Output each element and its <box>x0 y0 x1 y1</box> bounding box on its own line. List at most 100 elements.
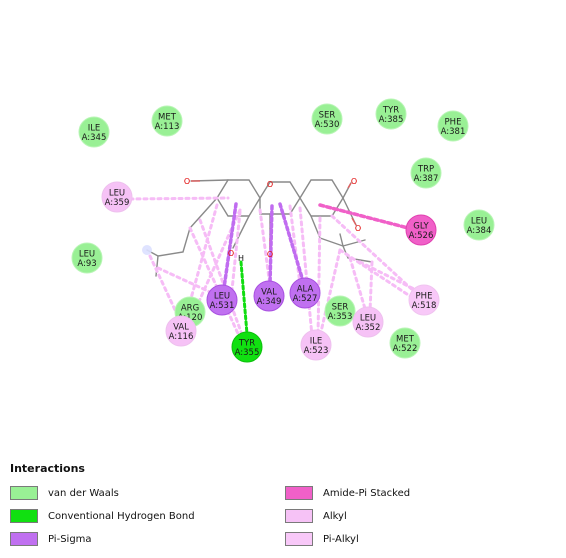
residue-label: ARG <box>181 304 199 314</box>
residue-label: A:530 <box>315 120 340 130</box>
legend-item-vdw: van der Waals <box>10 485 119 501</box>
residue-label: LEU <box>79 250 95 260</box>
residue-label: A:518 <box>412 301 437 311</box>
residue-circle <box>165 315 197 347</box>
legend-swatch <box>285 486 313 500</box>
residue-label: A:345 <box>82 133 107 143</box>
residue-circle <box>151 105 183 137</box>
atom-label: O <box>355 224 361 233</box>
residue-label: A:527 <box>293 294 318 304</box>
legend-item-alkyl: Alkyl <box>285 508 347 524</box>
legend-label: Amide-Pi Stacked <box>323 487 411 499</box>
atom-label: O <box>267 250 273 259</box>
residue-circle <box>78 116 110 148</box>
residue-label: LEU <box>360 314 376 324</box>
atom-label: H <box>238 254 244 263</box>
legend-item-pialkyl: Pi-Alkyl <box>285 531 359 547</box>
legend-item-hbond: Conventional Hydrogen Bond <box>10 508 195 524</box>
legend-swatch <box>10 509 38 523</box>
residue-label: GLY <box>413 222 429 232</box>
atom-label: O <box>351 177 357 186</box>
ligand-structure <box>146 179 373 277</box>
residue-label: A:523 <box>304 346 329 356</box>
residue-label: SER <box>332 303 349 313</box>
residue-label: TRP <box>417 165 434 175</box>
residue-label: MET <box>396 335 415 345</box>
residue-label: A:93 <box>77 259 96 269</box>
atom-label: O <box>267 180 273 189</box>
residue-label: LEU <box>471 217 487 227</box>
legend-swatch <box>285 509 313 523</box>
residue-label: A:381 <box>441 127 466 137</box>
residue-label: SER <box>319 111 336 121</box>
residue-circle <box>206 284 238 316</box>
residue-label: VAL <box>173 323 189 333</box>
atom-label: O <box>184 177 190 186</box>
residue-circle <box>253 280 285 312</box>
residue-label: A:355 <box>235 348 260 358</box>
residue-circle <box>300 329 332 361</box>
legend-label: van der Waals <box>48 487 119 499</box>
residue-label: A:349 <box>257 297 282 307</box>
residue-circle <box>437 110 469 142</box>
residue-label: TYR <box>238 339 255 349</box>
residue-label: A:531 <box>210 301 235 311</box>
residue-label: ALA <box>297 285 314 295</box>
residue-circle <box>463 209 495 241</box>
residue-label: A:359 <box>105 198 130 208</box>
residue-label: A:120 <box>178 313 203 323</box>
residue-label: LEU <box>109 189 125 199</box>
residue-label: LEU <box>214 292 230 302</box>
residue-label: A:116 <box>169 332 194 342</box>
residue-label: A:113 <box>155 122 180 132</box>
residue-circle <box>231 331 263 363</box>
residue-circle <box>289 277 321 309</box>
legend-swatch <box>285 532 313 546</box>
residue-circle <box>71 242 103 274</box>
residue-label: MET <box>158 113 177 123</box>
residue-label: PHE <box>445 118 462 128</box>
residue-circle <box>352 306 384 338</box>
residue-label: ILE <box>88 124 101 134</box>
residue-label: A:352 <box>356 323 381 333</box>
legend-label: Alkyl <box>323 510 347 522</box>
residue-circle <box>101 181 133 213</box>
residue-label: A:522 <box>393 344 418 354</box>
residue-label: A:385 <box>379 115 404 125</box>
legend-title: Interactions <box>10 462 85 475</box>
legend-swatch <box>10 486 38 500</box>
residue-circle <box>405 214 437 246</box>
residue-label: A:353 <box>328 312 353 322</box>
stray-atom-marker <box>142 245 152 255</box>
residue-circle <box>311 103 343 135</box>
residue-label: VAL <box>261 288 277 298</box>
residue-circle <box>410 157 442 189</box>
residue-label: A:387 <box>414 174 439 184</box>
legend-label: Pi-Alkyl <box>323 533 359 545</box>
legend-label: Conventional Hydrogen Bond <box>48 510 195 522</box>
residue-label: A:384 <box>467 226 492 236</box>
legend-item-amide: Amide-Pi Stacked <box>285 485 410 501</box>
